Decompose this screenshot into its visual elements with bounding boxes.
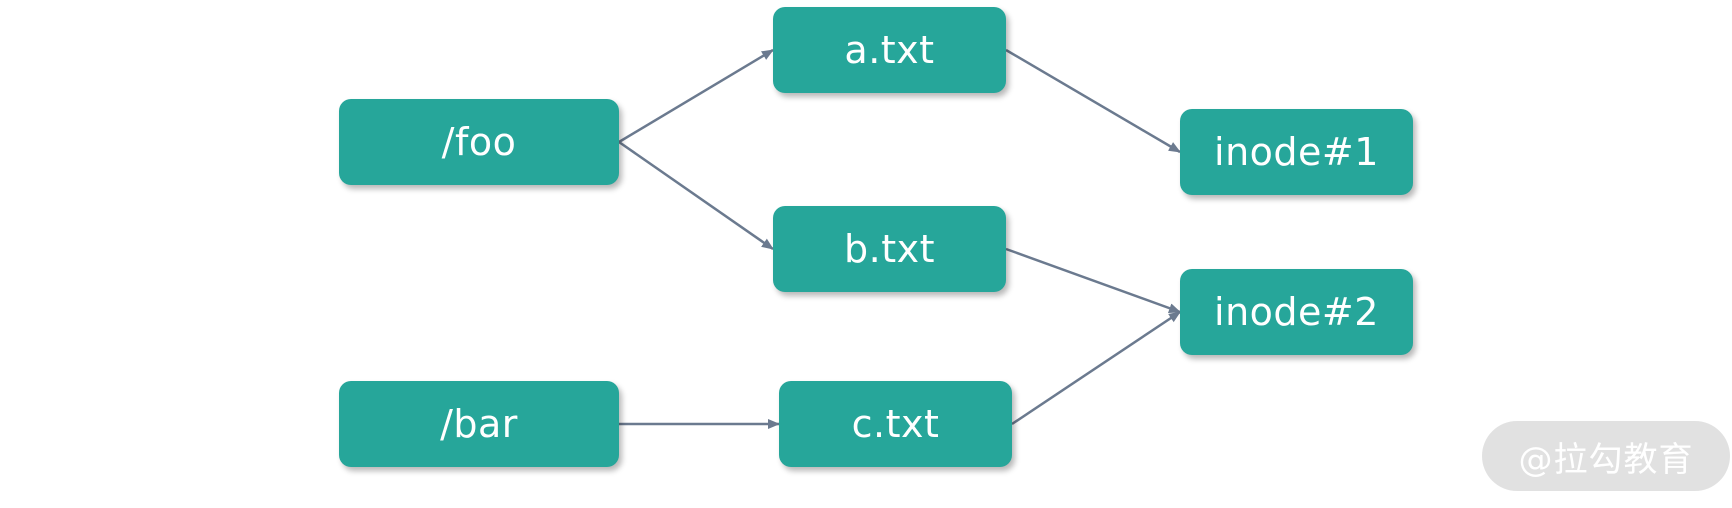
edge-a-txt-to-inode1	[1005, 48, 1181, 154]
node-a-txt: a.txt	[773, 7, 1006, 93]
edge-c-txt-to-inode2	[1011, 310, 1181, 426]
edge-b-txt-to-inode2	[1005, 247, 1181, 314]
node-b-txt: b.txt	[773, 206, 1006, 292]
node-inode-1: inode#1	[1180, 109, 1413, 195]
node-foo-directory: /foo	[339, 99, 619, 185]
node-c-txt: c.txt	[779, 381, 1012, 467]
edge-foo-to-a-txt	[618, 48, 774, 144]
node-inode-2: inode#2	[1180, 269, 1413, 355]
node-bar-directory: /bar	[339, 381, 619, 467]
edge-foo-to-b-txt	[618, 140, 774, 251]
watermark: @拉勾教育	[1482, 421, 1730, 491]
